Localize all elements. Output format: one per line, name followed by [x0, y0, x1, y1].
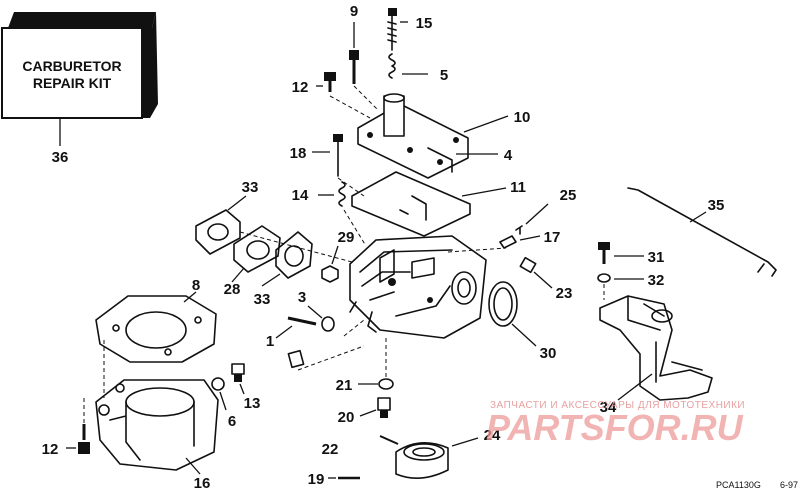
- part-32-washer: [597, 273, 644, 283]
- part-5-spring: [388, 53, 428, 79]
- part-31-screw: [598, 242, 644, 264]
- part-12-screw-bottom: [66, 424, 90, 454]
- label-part-9: 9: [350, 3, 358, 20]
- label-part-4: 4: [504, 147, 513, 164]
- label-part-35: 35: [708, 197, 725, 214]
- part-18-screw: [312, 134, 343, 177]
- label-part-29: 29: [338, 229, 355, 246]
- label-part-12-bottom: 12: [42, 441, 59, 458]
- part-20-needle-valve: [359, 397, 391, 418]
- carburetor-body: [349, 235, 487, 339]
- figure-date: 6-97: [780, 480, 798, 490]
- label-part-16: 16: [194, 475, 211, 491]
- label-part-8: 8: [192, 277, 200, 294]
- label-part-5: 5: [440, 67, 448, 84]
- label-part-20: 20: [338, 409, 355, 426]
- label-part-36: 36: [52, 149, 69, 166]
- label-part-15: 15: [416, 15, 433, 32]
- label-part-25: 25: [560, 187, 577, 204]
- watermark-tagline: ЗАПЧАСТИ И АКСЕССУАРЫ ДЛЯ МОТОТЕХНИКИ: [490, 400, 745, 411]
- label-part-34: 34: [600, 399, 617, 416]
- part-23-jet: [519, 256, 553, 289]
- label-part-19: 19: [308, 471, 325, 488]
- label-part-24: 24: [484, 427, 501, 444]
- label-part-31: 31: [648, 249, 665, 266]
- assembly-lines: [83, 85, 605, 424]
- part-15-screw: [387, 8, 408, 51]
- label-part-30: 30: [540, 345, 557, 362]
- label-part-18: 18: [290, 145, 307, 162]
- part-11-gasket: [351, 171, 507, 237]
- part-24-float: [395, 437, 479, 479]
- part-25-clip: [515, 203, 549, 235]
- part-29-nut: [321, 245, 339, 283]
- part-16-float-bowl: [95, 379, 219, 475]
- callout-labels: 9 15 5 12 10 4 18 11 14 25 33 35 29 17 3…: [42, 3, 725, 491]
- part-22-pin: [379, 435, 399, 445]
- part-2-spring: [287, 349, 305, 369]
- part-33-gasket-a: [195, 195, 247, 255]
- watermark-logo: PARTSFOR.RU: [486, 407, 744, 448]
- label-part-10: 10: [514, 109, 531, 126]
- watermark: ЗАПЧАСТИ И АКСЕССУАРЫ ДЛЯ МОТОТЕХНИКИ PA…: [486, 400, 745, 448]
- label-part-13: 13: [244, 395, 261, 412]
- part-8-gasket: [95, 291, 217, 363]
- label-part-22: 22: [322, 441, 339, 458]
- part-12-screw-top: [316, 72, 336, 92]
- label-part-12-top: 12: [292, 79, 309, 96]
- repair-kit-box: CARBURETOR REPAIR KIT: [1, 12, 158, 146]
- part-1-pin: [275, 316, 317, 339]
- label-part-6: 6: [228, 413, 236, 430]
- kit-title-line1: CARBURETOR: [22, 58, 121, 74]
- part-13-drain-screw: [231, 363, 245, 395]
- part-14-spring: [318, 181, 346, 207]
- part-33-gasket-b: [261, 231, 313, 287]
- part-21-washer: [358, 378, 394, 390]
- label-part-33-a: 33: [242, 179, 259, 196]
- label-part-14: 14: [292, 187, 309, 204]
- figure-code: PCA1130G: [716, 480, 761, 490]
- label-part-3: 3: [298, 289, 306, 306]
- label-part-11: 11: [510, 179, 526, 196]
- part-17-nozzle: [499, 235, 541, 249]
- label-part-28: 28: [224, 281, 241, 298]
- label-part-32: 32: [648, 272, 665, 289]
- label-part-33-b: 33: [254, 291, 271, 308]
- part-30-oring: [488, 281, 537, 347]
- label-part-23: 23: [556, 285, 573, 302]
- label-part-17: 17: [544, 229, 561, 246]
- label-part-1: 1: [266, 333, 274, 350]
- part-34-silencer: [599, 295, 713, 401]
- part-9-screw: [349, 22, 359, 84]
- part-6-washer: [211, 377, 227, 411]
- part-10-cover: [357, 93, 509, 179]
- part-3-washer: [307, 305, 335, 332]
- part-28-gasket: [231, 225, 281, 283]
- kit-title-line2: REPAIR KIT: [33, 75, 112, 91]
- label-part-21: 21: [336, 377, 353, 394]
- part-35-link-rod: [627, 187, 777, 277]
